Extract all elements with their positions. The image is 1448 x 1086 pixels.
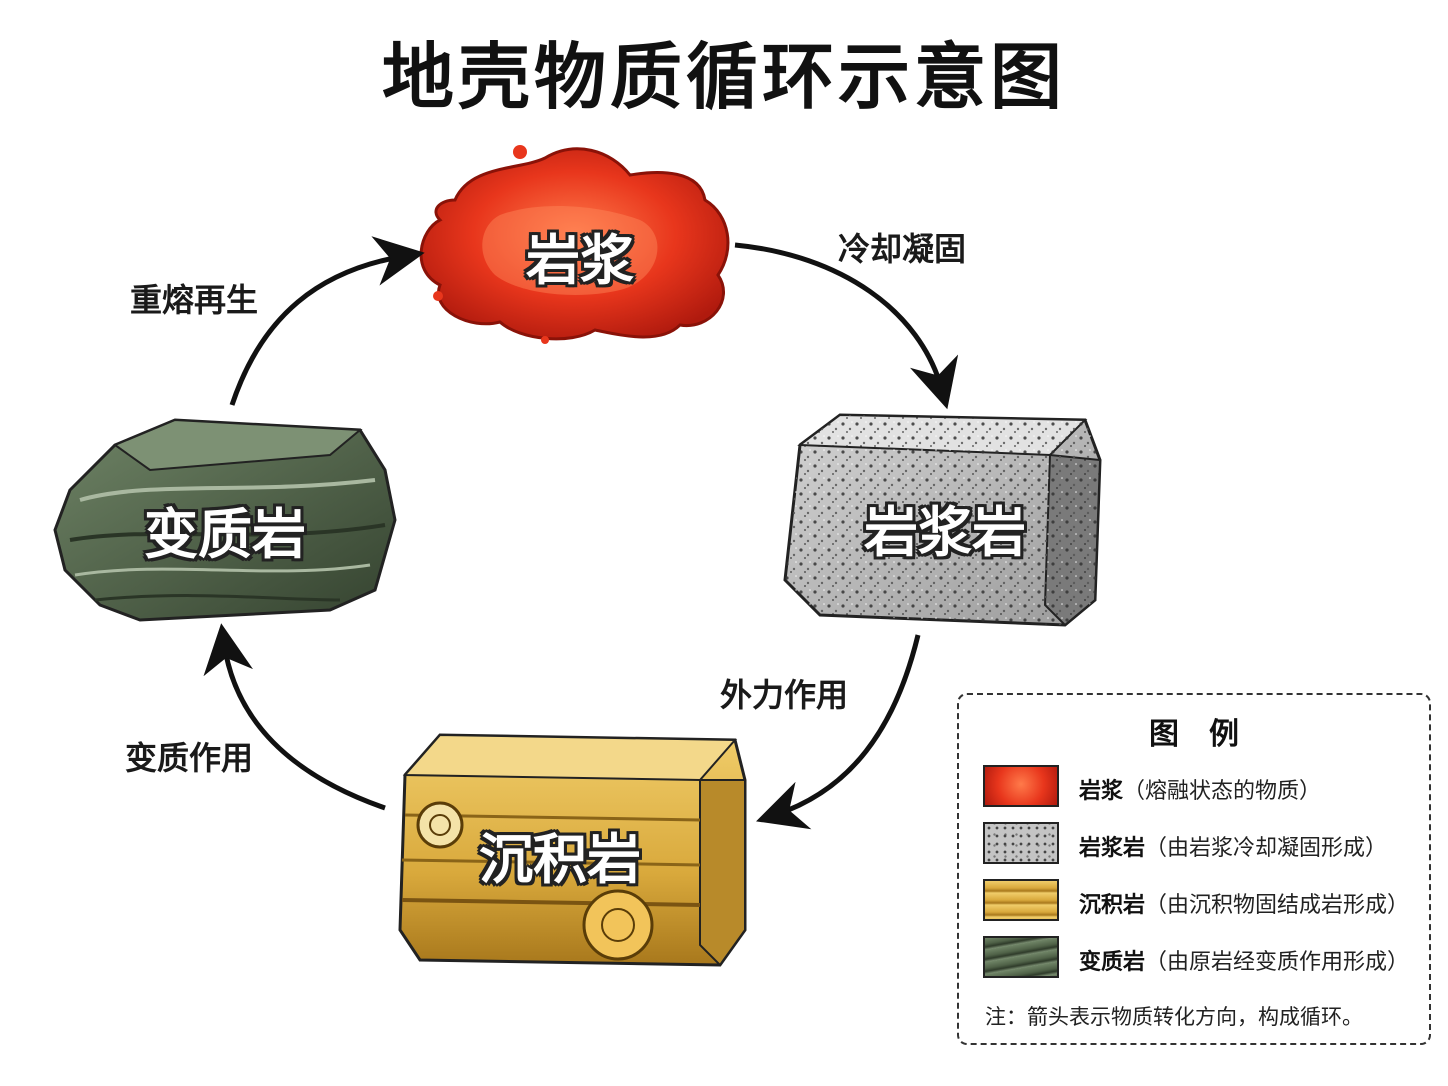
legend-desc: （由沉积物固结成岩形成） (1145, 893, 1410, 918)
legend-title: 图例 (1149, 717, 1269, 752)
legend-swatch-magma (983, 765, 1059, 807)
legend-swatch-sedimentary (983, 879, 1059, 921)
legend-item-metamorphic: 变质岩（由原岩经变质作用形成） (983, 936, 1423, 980)
process-label-cooling: 冷却凝固 (838, 230, 967, 268)
legend-swatch-metamorphic (983, 936, 1059, 978)
legend-swatch-igneous (983, 822, 1059, 864)
node-label-metamorphic: 变质岩 (144, 503, 306, 566)
legend-desc: （由原岩经变质作用形成） (1145, 950, 1410, 975)
process-label-metamorphism: 变质作用 (125, 739, 254, 777)
process-label-external: 外力作用 (720, 676, 849, 714)
arrow-igneous-to-sedimentary (756, 634, 921, 830)
sedimentary-rock-illustration (398, 733, 747, 967)
legend: 图例 岩浆（熔融状态的物质） 岩浆岩（由岩浆冷却凝固形成） 沉积岩（由沉积物固结… (957, 693, 1431, 1045)
arrow-magma-to-igneous (734, 242, 959, 410)
process-label-remelting: 重熔再生 (130, 281, 259, 319)
node-label-magma: 岩浆 (526, 229, 634, 292)
legend-note: 注：箭头表示物质转化方向，构成循环。 (985, 1005, 1363, 1029)
legend-desc: （熔融状态的物质） (1123, 779, 1322, 804)
igneous-rock-illustration (783, 413, 1102, 627)
legend-item-magma: 岩浆（熔融状态的物质） (983, 765, 1423, 809)
legend-item-sedimentary: 沉积岩（由沉积物固结成岩形成） (983, 879, 1423, 923)
arrow-metamorphic-to-magma (229, 236, 425, 406)
legend-name: 岩浆 (1079, 779, 1124, 804)
legend-name: 沉积岩 (1079, 893, 1146, 918)
page-title: 地壳物质循环示意图 (381, 35, 1066, 119)
node-label-sedimentary: 沉积岩 (479, 828, 641, 891)
metamorphic-rock-illustration (53, 418, 397, 622)
cycle-arrows (203, 236, 959, 830)
legend-item-igneous: 岩浆岩（由岩浆冷却凝固形成） (983, 822, 1423, 866)
legend-desc: （由岩浆冷却凝固形成） (1145, 836, 1388, 861)
legend-name: 岩浆岩 (1079, 836, 1146, 861)
node-label-igneous: 岩浆岩 (864, 501, 1026, 564)
arrow-sedimentary-to-metamorphic (203, 623, 386, 811)
magma-illustration (419, 145, 730, 344)
legend-name: 变质岩 (1079, 950, 1146, 975)
